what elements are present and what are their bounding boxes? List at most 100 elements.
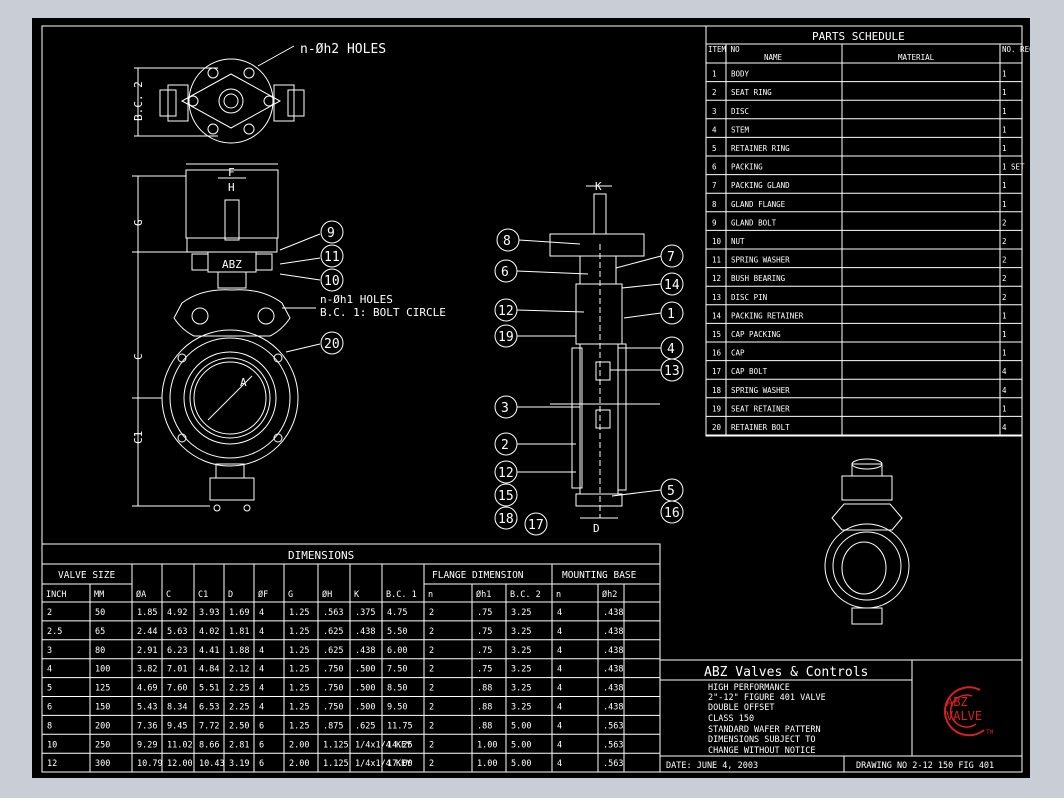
dim-cell: 3.25 bbox=[511, 703, 531, 713]
dim-cell: 4 bbox=[557, 703, 562, 713]
dim-cell: 2 bbox=[429, 703, 434, 713]
dim-cell: 4 bbox=[557, 740, 562, 750]
balloon: 7 bbox=[667, 250, 675, 265]
parts-cell: PACKING bbox=[731, 163, 763, 172]
title-line: CLASS 150 bbox=[708, 714, 754, 724]
dim-cell: 2 bbox=[429, 684, 434, 694]
dim-cell: 12.00 bbox=[167, 759, 193, 769]
parts-cell: BODY bbox=[731, 70, 750, 79]
dim-cell: 17.00 bbox=[387, 759, 413, 769]
dim-col-header: Øh2 bbox=[602, 589, 617, 600]
parts-cell: GLAND FLANGE bbox=[731, 200, 786, 209]
nameplate: ABZ bbox=[222, 258, 242, 271]
parts-cell: BUSH BEARING bbox=[731, 274, 786, 283]
dim-cell: 1.25 bbox=[289, 608, 309, 618]
dim-col-header: n bbox=[556, 590, 561, 600]
dim-cell: 4 bbox=[557, 646, 562, 656]
dim-cell: 4 bbox=[557, 759, 562, 769]
col-item-no: ITEM NO bbox=[708, 45, 740, 54]
dim-cell: 125 bbox=[95, 684, 110, 694]
valve-drawing: n-Øh2 HOLES B.C. 2 F H ABZ A bbox=[41, 25, 1043, 773]
abz-logo: ABZ VALVE TM bbox=[944, 686, 994, 737]
dim-cell: 1.85 bbox=[137, 608, 157, 618]
dim-cell: 2 bbox=[429, 646, 434, 656]
title-line: STANDARD WAFER PATTERN bbox=[708, 725, 821, 735]
dim-cell: 7.01 bbox=[167, 665, 187, 675]
section-balloons-left: 8 6 12 19 3 2 12 15 18 17 bbox=[494, 228, 548, 536]
col-name: NAME bbox=[764, 53, 783, 62]
dim-cell: 5.00 bbox=[511, 740, 531, 750]
dim-cell: 250 bbox=[95, 740, 110, 750]
dim-cell: 2.25 bbox=[229, 684, 249, 694]
dim-cell: .563 bbox=[603, 740, 623, 750]
dim-cell: 8 bbox=[47, 721, 52, 731]
parts-cell: 1 SET bbox=[1002, 163, 1025, 172]
dim-cell: .625 bbox=[323, 627, 343, 637]
dim-cell: 2.81 bbox=[229, 740, 249, 750]
dimensions-table: DIMENSIONS VALVE SIZE FLANGE DIMENSION M… bbox=[41, 543, 661, 773]
dim-cell: .750 bbox=[323, 665, 343, 675]
dim-col-header: INCH bbox=[46, 590, 66, 600]
balloon: 1 bbox=[667, 307, 675, 322]
dim-col-header: B.C. 1 bbox=[386, 590, 417, 600]
dim-cell: 6.53 bbox=[199, 703, 219, 713]
parts-cell: 4 bbox=[1002, 423, 1007, 432]
dim-cell: 5.00 bbox=[511, 759, 531, 769]
dim-cell: 1.25 bbox=[289, 721, 309, 731]
dim-cell: 4 bbox=[259, 703, 264, 713]
dim-cell: 3.93 bbox=[199, 608, 219, 618]
parts-cell: SEAT RING bbox=[731, 88, 772, 97]
dim-cell: 11.02 bbox=[167, 740, 193, 750]
dim-cell: 2 bbox=[429, 759, 434, 769]
parts-cell: 9 bbox=[712, 218, 717, 227]
dim-cell: 4.84 bbox=[199, 665, 219, 675]
parts-schedule: PARTS SCHEDULE ITEM NO NAME MATERIAL NO.… bbox=[705, 25, 1043, 437]
dim-cell: 1/4x1/4 KEY bbox=[355, 740, 411, 750]
dim-cell: 4 bbox=[259, 627, 264, 637]
parts-cell: SPRING WASHER bbox=[731, 256, 790, 265]
balloon: 5 bbox=[667, 484, 675, 499]
parts-cell: DISC PIN bbox=[731, 293, 767, 302]
group-flange: FLANGE DIMENSION bbox=[432, 570, 524, 581]
dim-col-header: G bbox=[288, 590, 293, 600]
dim-cell: 2.91 bbox=[137, 646, 157, 656]
top-view: n-Øh2 HOLES B.C. 2 bbox=[132, 42, 386, 144]
dim-cell: 6 bbox=[47, 703, 52, 713]
parts-cell: 1 bbox=[1002, 125, 1007, 134]
dim-col-header: ØH bbox=[322, 589, 332, 600]
dim-cell: .438 bbox=[603, 665, 623, 675]
dim-cell: 5.00 bbox=[511, 721, 531, 731]
parts-cell: 4 bbox=[1002, 386, 1007, 395]
title-line: DOUBLE OFFSET bbox=[708, 703, 775, 713]
dim-cell: .75 bbox=[477, 665, 492, 675]
dim-cell: 200 bbox=[95, 721, 110, 731]
parts-cell: CAP PACKING bbox=[731, 330, 781, 339]
balloon: 15 bbox=[498, 489, 514, 504]
dim-cell: .563 bbox=[323, 608, 343, 618]
dim-cell: 2 bbox=[429, 665, 434, 675]
dim-cell: .563 bbox=[603, 721, 623, 731]
dim-cell: .438 bbox=[603, 646, 623, 656]
dimensions-title: DIMENSIONS bbox=[288, 549, 354, 562]
parts-cell: 3 bbox=[712, 107, 717, 116]
parts-cell: 19 bbox=[712, 404, 721, 413]
dim-cell: .88 bbox=[477, 684, 492, 694]
dim-cell: 10.43 bbox=[199, 759, 225, 769]
dim-col-header: K bbox=[354, 590, 360, 600]
dim-g: G bbox=[132, 219, 145, 226]
balloon: 12 bbox=[498, 466, 514, 481]
balloon: 20 bbox=[324, 337, 340, 352]
dim-cell: 2 bbox=[429, 627, 434, 637]
parts-cell: 1 bbox=[1002, 200, 1007, 209]
front-view: F H ABZ A G C C1 bbox=[132, 163, 446, 512]
dim-cell: 3.25 bbox=[511, 646, 531, 656]
dim-cell: .375 bbox=[355, 608, 375, 618]
dim-cell: 3.82 bbox=[137, 665, 157, 675]
dim-cell: 5 bbox=[47, 684, 52, 694]
balloon: 6 bbox=[501, 265, 509, 280]
balloon: 18 bbox=[498, 512, 514, 527]
parts-cell: 2 bbox=[1002, 237, 1007, 246]
parts-cell: 6 bbox=[712, 163, 717, 172]
dim-cell: 50 bbox=[95, 608, 105, 618]
